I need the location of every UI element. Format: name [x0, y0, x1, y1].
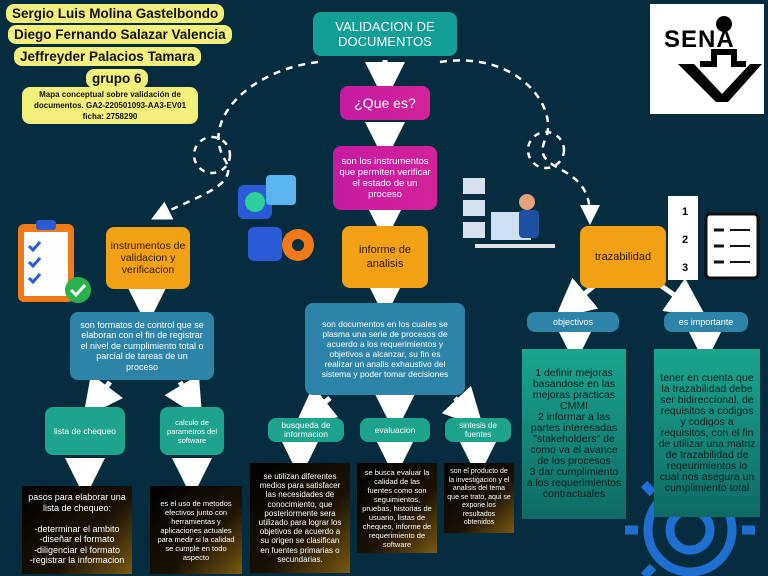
source-synthesis-description: son el producto de la investigacion y el… [444, 463, 514, 533]
checklist-steps: pasos para elaborar una lista de chequeo… [22, 486, 132, 574]
sena-logo-icon [678, 16, 762, 102]
importance-description: tener en cuenta que la trazabilidad debe… [654, 349, 760, 517]
author-line-2: Diego Fernando Salazar Valencia [8, 25, 232, 44]
clipboard-check-icon [18, 220, 91, 303]
information-search-node: busqueda de informacion [268, 418, 344, 442]
source-synthesis-node: sintesis de fuentes [445, 418, 511, 442]
author-line-1: Sergio Luis Molina Gastelbondo [6, 4, 225, 23]
objectives-node: objectivos [527, 312, 619, 332]
sena-logo-text: SENA [664, 26, 735, 53]
main-title: VALIDACION DE DOCUMENTOS [313, 12, 457, 56]
activity-note: Mapa conceptual sobre validación de docu… [22, 87, 198, 124]
analysis-report-node: informe de analisis [342, 226, 428, 288]
question-node: ¿Que es? [340, 86, 430, 120]
process-cubes-illustration [228, 165, 318, 285]
traceability-node: trazabilidad [580, 226, 666, 288]
developer-at-desk-icon [463, 178, 555, 248]
traceability-checklist-illustration: 1 2 3 [666, 194, 762, 284]
group-label: grupo 6 [86, 69, 148, 88]
cubes-icon [238, 175, 314, 261]
information-search-description: se utilizan diferentes medios para satis… [250, 463, 350, 573]
instruments-description: son formatos de control que se elaboran … [70, 312, 214, 380]
author-line-3: Jeffreyder Palacios Tamara [14, 47, 201, 66]
sena-logo: SENA [650, 4, 764, 114]
software-parameters-node: calculo de parametros del software [160, 407, 224, 455]
evaluation-description: se busca evaluar la calidad de las fuent… [357, 463, 437, 553]
numbered-checklist-icon [668, 196, 760, 280]
checklist-number-3: 3 [682, 262, 689, 274]
checklist-number-2: 2 [682, 234, 689, 246]
definition-node: son los instrumentos que permiten verifi… [333, 146, 437, 210]
analysis-report-description: son documentos en los cuales se plasma u… [305, 303, 465, 395]
checklist-clipboard-illustration [12, 218, 96, 308]
objectives-description: 1 definir mejoras basandose en las mejor… [522, 349, 626, 519]
importance-node: es importante [664, 312, 748, 332]
checklist-number-1: 1 [682, 206, 689, 218]
instruments-node: instrumentos de validacion y verificacio… [106, 227, 190, 289]
dashed-connector-right [439, 59, 600, 225]
checklist-node: lista de chequeo [45, 407, 125, 455]
dashed-connector-left [151, 60, 319, 220]
software-parameters-description: es el uso de metodos efectivos junto con… [150, 486, 242, 574]
evaluation-node: evaluacion [360, 418, 430, 442]
developer-illustration [455, 168, 565, 268]
